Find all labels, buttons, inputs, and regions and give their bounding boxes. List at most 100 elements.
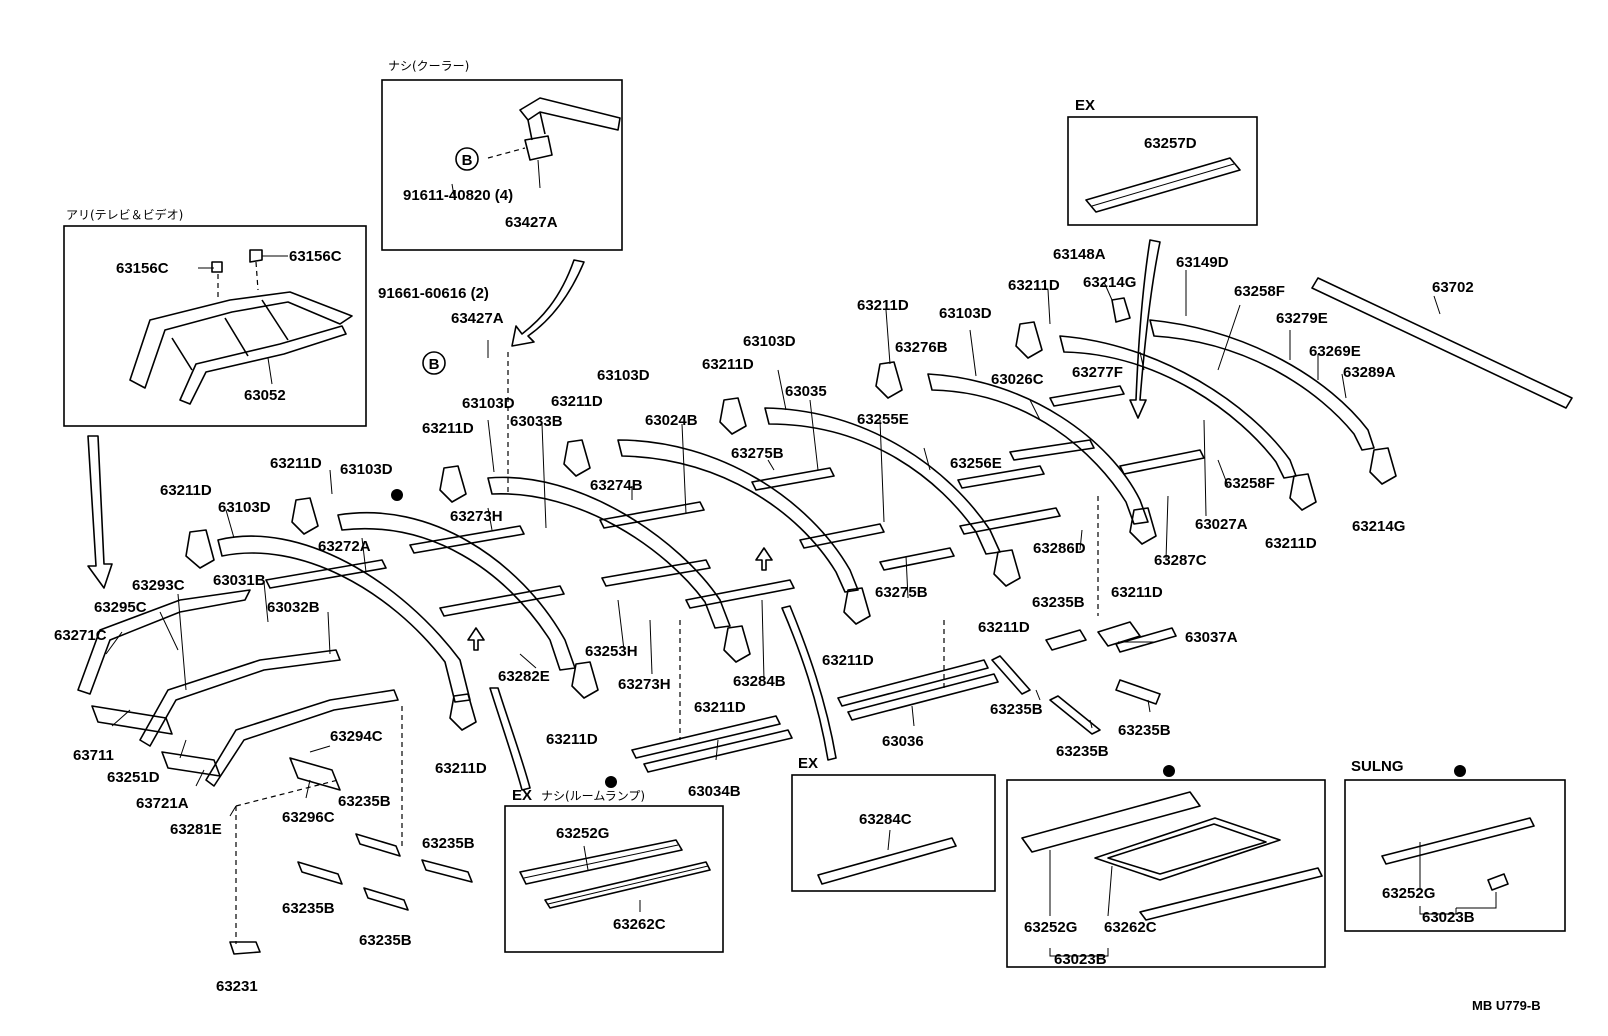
caption-sulng: SULNG [1351,758,1404,775]
part-label: 63036 [882,733,924,750]
part-label: 63255E [857,411,909,428]
part-label: 63211D [270,455,322,472]
inset-room-lamp-box [504,805,724,953]
part-label: 63024B [645,412,698,429]
inset-ex-room-box [791,774,996,892]
inset-sulng-parts [1381,817,1535,891]
part-label: 63211D [978,619,1030,636]
inset-room-lamp-parts [519,839,711,909]
part-label: 63274B [590,477,643,494]
part-label: 63235B [1056,743,1109,760]
part-label: 63284B [733,673,786,690]
part-label: 63252G [556,825,609,842]
part-label: 63235B [282,900,335,917]
part-label: 63103D [597,367,650,384]
part-label: 63103D [340,461,393,478]
part-label: 63275B [731,445,784,462]
part-label: 63211D [551,393,603,410]
part-label: 63269E [1309,343,1361,360]
inset-sulng-box [1344,779,1566,932]
leader-lines [105,183,1497,957]
part-label: 63211D [546,731,598,748]
caption-ari-tv-video: アリ(テレビ＆ビデオ) [66,207,183,222]
part-label: 63214G [1083,274,1136,291]
part-label: 63262C [613,916,666,933]
part-label: 63273H [618,676,671,693]
caption-ex-bottom: EX [798,755,818,772]
part-label: 63027A [1195,516,1248,533]
svg-text:B: B [462,152,473,169]
part-label: 63052 [244,387,286,404]
part-label: 63277F [1072,364,1123,381]
part-label: 63289A [1343,364,1396,381]
part-label: 63103D [743,333,796,350]
part-label: 63037A [1185,629,1238,646]
part-label: 63023B [1422,909,1475,926]
part-label: 63103D [939,305,992,322]
part-label: 63251D [107,769,160,786]
inset-ex-bottom-box [1006,779,1326,968]
part-label: 63721A [136,795,189,812]
part-label: 63252G [1024,919,1077,936]
part-label: 63156C [116,260,169,277]
part-label: 63258F [1224,475,1275,492]
part-label: 63253H [585,643,638,660]
part-label: 63284C [859,811,912,828]
part-label: 63257D [1144,135,1197,152]
bolt-b-symbol-inset: B [455,147,479,171]
part-label: 63035 [785,383,827,400]
part-label: 63293C [132,577,185,594]
inset-ex-top-part [1085,157,1241,213]
inset-cooler-parts [487,97,621,189]
part-label: 63711 [73,747,114,764]
part-label: 63702 [1432,279,1474,296]
part-label: 63281E [170,821,222,838]
inset-nashi-cooler-box [381,79,623,251]
part-label: 63032B [267,599,320,616]
part-label: 91661-60616 (2) [378,285,489,302]
part-label: 63262C [1104,919,1157,936]
part-label: 91611-40820 (4) [403,187,513,204]
caption-nashi-room-lamp: ナシ(ルームランプ) [541,789,645,803]
diagram-code: MB U779-B [1472,998,1541,1013]
part-label: 63211D [822,652,874,669]
part-label: 63252G [1382,885,1435,902]
part-label: 63103D [462,395,515,412]
part-label: 63235B [1032,594,1085,611]
part-label: 63031B [213,572,266,589]
part-label: 63103D [218,499,271,516]
svg-text:B: B [429,356,440,373]
part-label: 63211D [702,356,754,373]
part-label: 63211D [1111,584,1163,601]
part-label: 63427A [451,310,504,327]
part-label: 63211D [694,699,746,716]
caption-ex-top: EX [1075,97,1095,114]
part-label: 63231 [216,978,258,995]
part-label: 63023B [1054,951,1107,968]
part-label: 63033B [510,413,563,430]
part-label: 63271C [54,627,107,644]
part-label: 63276B [895,339,948,356]
part-label: 63235B [338,793,391,810]
part-labels: 91611-40820 (4) 63427A 63156C 63156C 630… [54,135,1475,995]
inset-ex-bottom-parts [1021,791,1323,921]
part-label: 63156C [289,248,342,265]
part-label: 63235B [422,835,475,852]
part-label: 63286D [1033,540,1086,557]
part-label: 63235B [990,701,1043,718]
caption-ex-room: EX [512,787,532,804]
part-label: 63296C [282,809,335,826]
part-label: 63211D [857,297,909,314]
inset-ex-top-box [1067,116,1258,226]
part-label: 63273H [450,508,503,525]
part-label: 63295C [94,599,147,616]
part-label: 63235B [359,932,412,949]
part-label: 63211D [422,420,474,437]
part-label: 63294C [330,728,383,745]
inset-captions: ナシ(クーラー) アリ(テレビ＆ビデオ) EX EX ナシ(ルームランプ) EX… [66,59,1404,804]
part-label: 63211D [160,482,212,499]
part-label: 63211D [1008,277,1060,294]
inset-tv-video-parts [129,249,353,405]
part-label: 63282E [498,668,550,685]
